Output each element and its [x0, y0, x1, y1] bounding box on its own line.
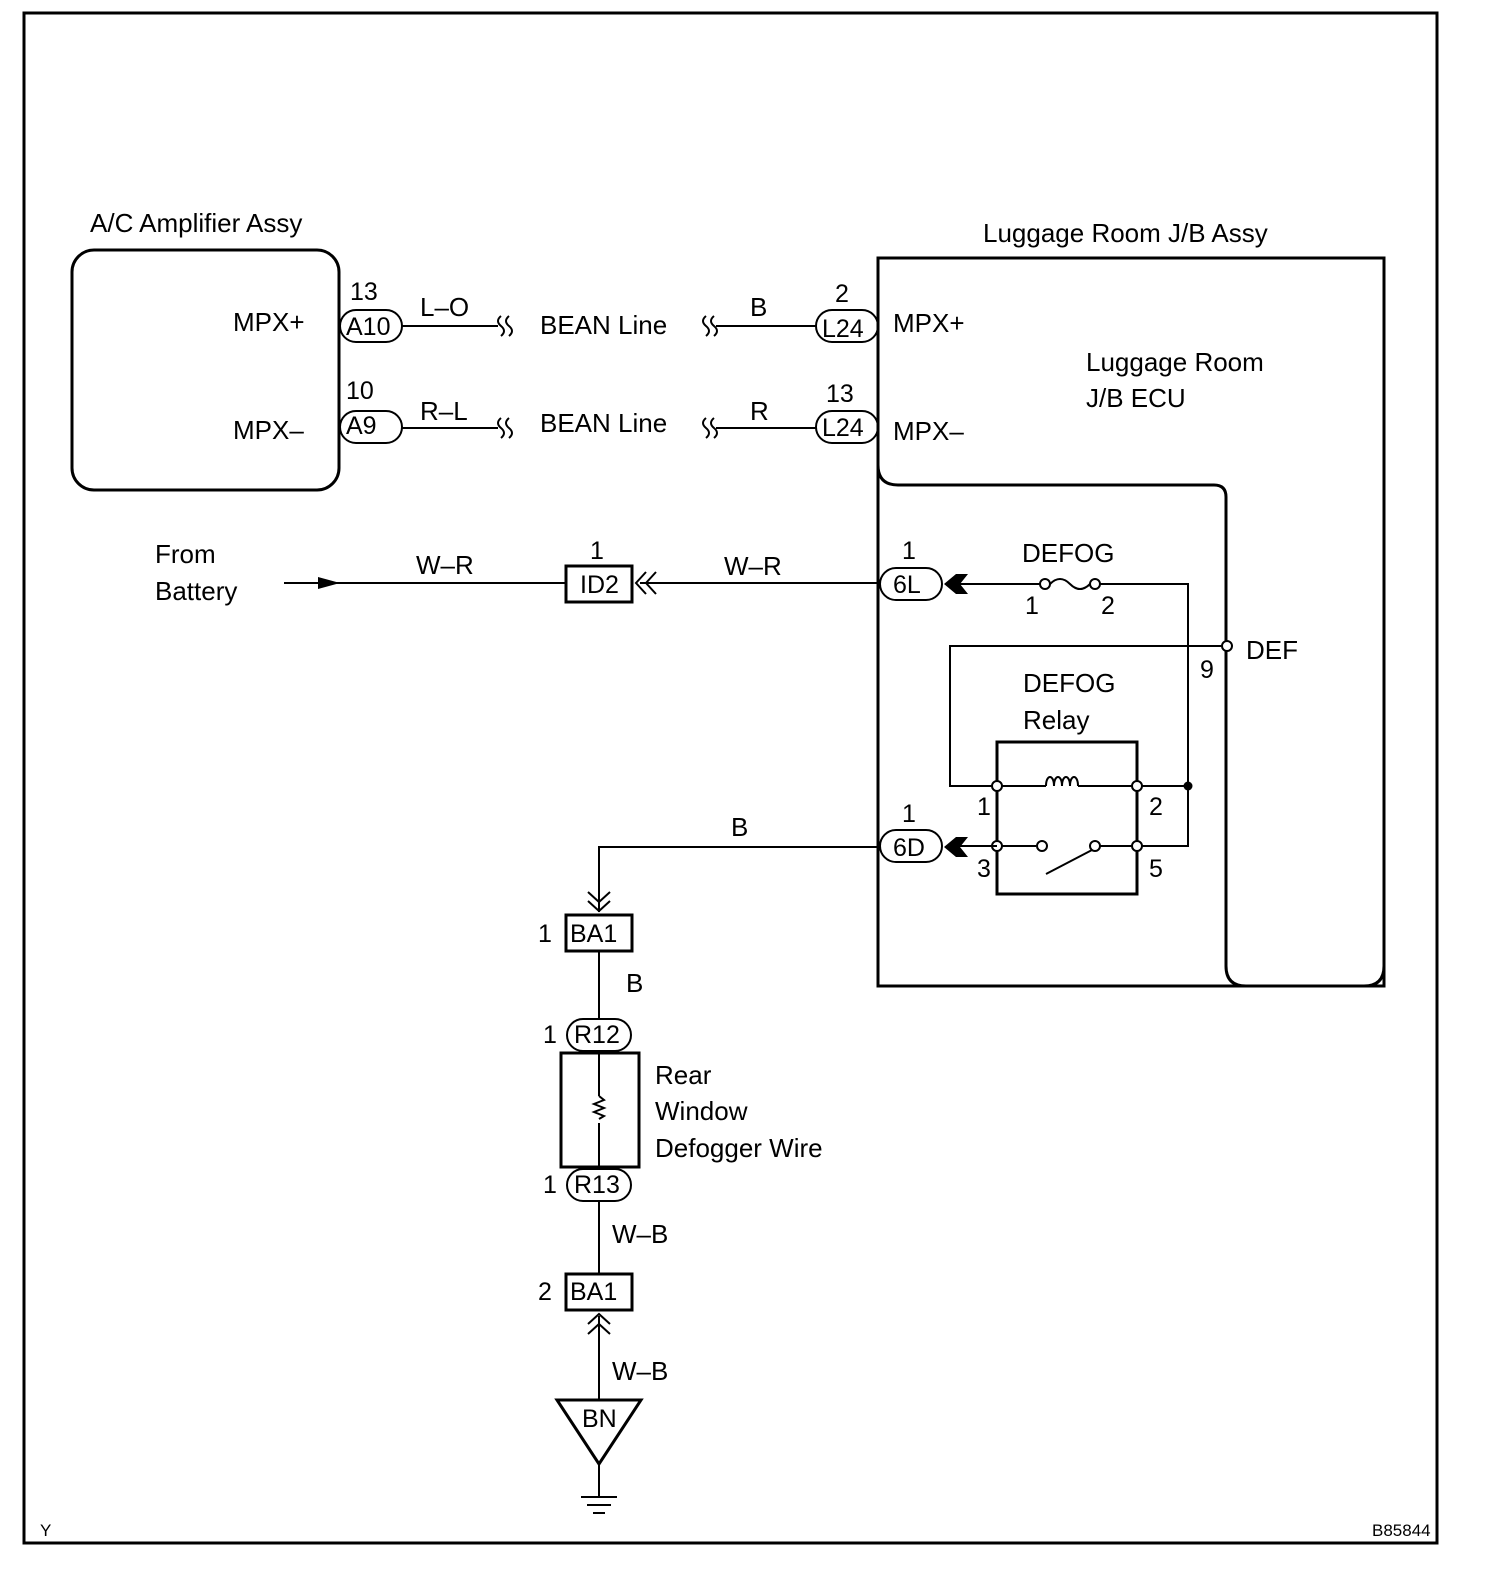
wire-break-symbol [702, 417, 718, 439]
wire-wb-lower-label: W–B [612, 1356, 668, 1386]
id2-code: ID2 [580, 571, 619, 599]
connector-r12 [566, 1018, 632, 1052]
id2-pin: 1 [590, 537, 604, 565]
r13-code: R13 [574, 1171, 620, 1199]
fuse-pin2: 2 [1101, 592, 1115, 620]
defogger-line3: Defogger Wire [655, 1133, 823, 1163]
ecu-label-line1: Luggage Room [1086, 347, 1264, 377]
relay-pin1: 1 [977, 793, 991, 821]
l24-bottom-code: L24 [822, 414, 864, 442]
l24-top-pin: 2 [835, 280, 849, 308]
wire-r-label: R [750, 396, 769, 426]
resistor-icon [591, 1095, 607, 1120]
fuse-name: DEFOG [1022, 538, 1114, 568]
ba1-bottom-code: BA1 [570, 1278, 617, 1306]
sixd-code: 6D [893, 834, 925, 862]
r13-pin: 1 [543, 1171, 557, 1199]
connector-ba1-bottom [564, 1272, 634, 1312]
def-pin: 9 [1200, 656, 1214, 684]
wire-rl-label: R–L [420, 396, 468, 426]
relay-contact [1036, 840, 1048, 852]
connector-6l-terminal-icon [944, 574, 968, 594]
def-label: DEF [1246, 635, 1298, 665]
defogger-line1: Rear [655, 1060, 712, 1090]
ba1-top-code: BA1 [570, 920, 617, 948]
ba1-bottom-pin: 2 [538, 1278, 552, 1306]
wire-b-6d [598, 846, 880, 912]
connector-id2 [564, 564, 634, 604]
connector-6d-terminal-icon [944, 837, 968, 857]
wire-wb-upper-label: W–B [612, 1219, 668, 1249]
ac-amplifier-box [70, 248, 341, 492]
jb-mpx-minus: MPX– [893, 416, 964, 446]
luggage-jb-box [876, 256, 1386, 988]
r12-pin: 1 [543, 1021, 557, 1049]
fuse-pin1: 1 [1025, 592, 1039, 620]
connector-6l [879, 567, 943, 601]
wire-break-symbol [702, 315, 718, 337]
sixl-pin: 1 [902, 537, 916, 565]
l24-bottom-pin: 13 [826, 380, 854, 408]
figure-id: B85844 [1372, 1521, 1431, 1540]
sixd-pin: 1 [902, 800, 916, 828]
wire-b-6d-label: B [731, 812, 748, 842]
r12-code: R12 [574, 1021, 620, 1049]
bean-line-top: BEAN Line [540, 310, 667, 340]
sixl-code: 6L [893, 571, 921, 599]
ecu-boundary [876, 464, 1247, 988]
def-terminal [1221, 640, 1233, 652]
relay-terminal [1131, 780, 1143, 792]
relay-contact [1089, 840, 1101, 852]
ac-amplifier-title: A/C Amplifier Assy [90, 208, 302, 238]
relay-terminal [991, 780, 1003, 792]
relay-terminal [1131, 840, 1143, 852]
battery-line1: From [155, 539, 216, 569]
battery-line2: Battery [155, 576, 237, 606]
footer-left-code: Y [40, 1521, 51, 1540]
relay-pin2: 2 [1149, 793, 1163, 821]
luggage-jb-title: Luggage Room J/B Assy [983, 218, 1268, 248]
fuse-terminal [1089, 578, 1101, 590]
bean-line-bottom: BEAN Line [540, 408, 667, 438]
relay-coil-icon [1045, 776, 1079, 787]
a9-pin: 10 [346, 377, 374, 405]
wire-b-ba1-label: B [626, 968, 643, 998]
wire-wr-right-label: W–R [724, 551, 782, 581]
wire-lo-label: L–O [420, 292, 469, 322]
relay-pin3: 3 [977, 855, 991, 883]
fuse-terminal [1039, 578, 1051, 590]
relay-label-line1: DEFOG [1023, 668, 1115, 698]
diagram-frame [22, 11, 1439, 1545]
connector-chevron-icon [587, 891, 611, 913]
wire-break-symbol [497, 315, 513, 337]
jb-mpx-plus: MPX+ [893, 308, 965, 338]
a9-code: A9 [346, 412, 377, 440]
wire-fuse-out [1100, 583, 1189, 847]
defog-relay-box [995, 740, 1139, 896]
a10-pin: 13 [350, 278, 378, 306]
ba1-top-pin: 1 [538, 920, 552, 948]
ecu-label-line2: J/B ECU [1086, 383, 1186, 413]
jb-corner [1363, 965, 1386, 988]
fuse-icon [1049, 578, 1091, 590]
battery-arrow-icon [318, 577, 340, 589]
wire-break-symbol [497, 417, 513, 439]
ground-point-icon [554, 1398, 644, 1467]
relay-switch-icon [1045, 849, 1093, 875]
junction-dot [1183, 781, 1193, 791]
defogger-line2: Window [655, 1096, 748, 1126]
ac-amp-mpx-minus: MPX– [233, 415, 304, 445]
ground-name: BN [582, 1405, 617, 1433]
relay-label-line2: Relay [1023, 705, 1089, 735]
wire-b-top-label: B [750, 292, 767, 322]
a10-code: A10 [346, 313, 390, 341]
connector-ba1-top [564, 913, 634, 953]
wire-wr-left-label: W–R [416, 550, 474, 580]
l24-top-code: L24 [822, 315, 864, 343]
wire-def [949, 645, 1222, 787]
ac-amp-mpx-plus: MPX+ [233, 307, 305, 337]
relay-pin5: 5 [1149, 855, 1163, 883]
